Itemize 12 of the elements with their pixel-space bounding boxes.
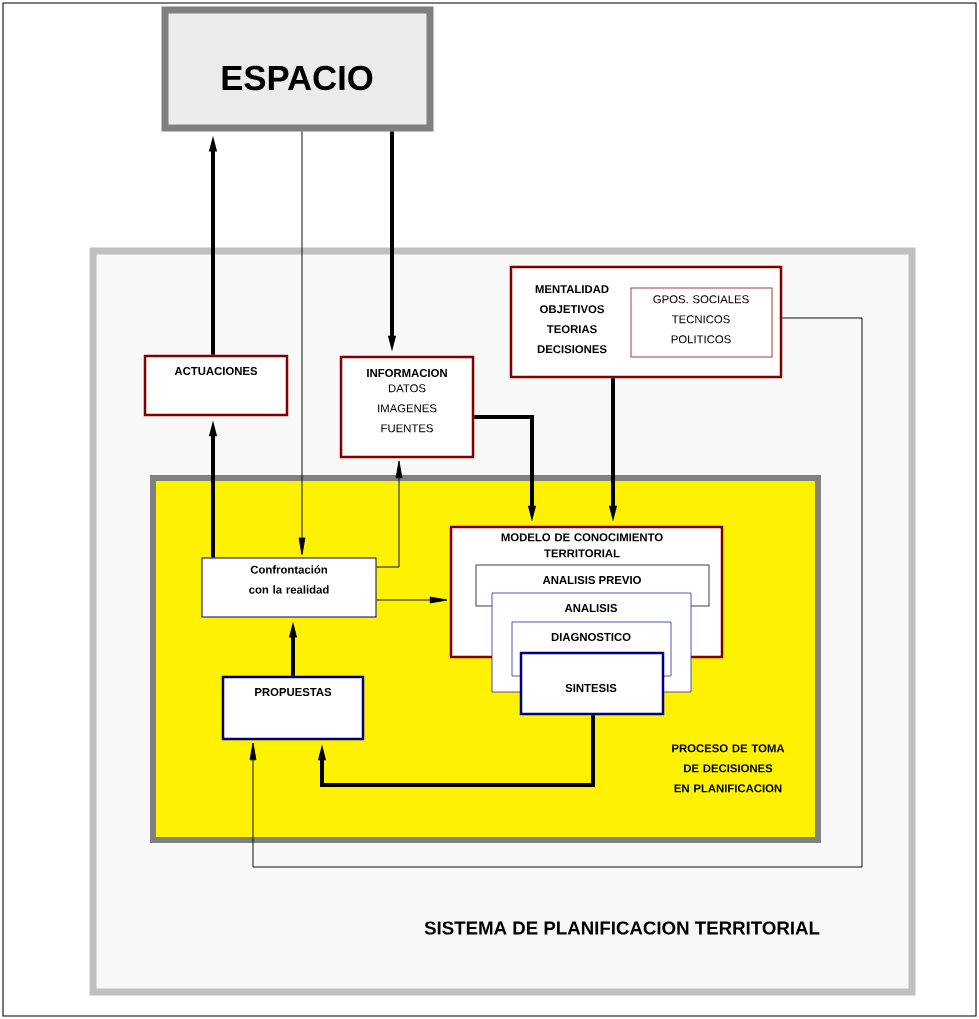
process-box: Confrontación con la realidad — [201, 557, 377, 618]
arrow — [376, 460, 403, 568]
list-box: GPOS. SOCIALES TECNICOS POLITICOS — [630, 287, 773, 358]
process-box: PROPUESTAS — [221, 675, 365, 741]
arrow — [317, 715, 595, 787]
arrow — [249, 317, 863, 868]
title-box: ESPACIO — [161, 6, 434, 132]
arrow — [298, 131, 306, 556]
arrow — [376, 596, 448, 604]
process-box: ACTUACIONES — [143, 354, 289, 417]
stage-box: SINTESIS — [519, 651, 665, 716]
process-box: INFORMACION DATOS IMAGENES FUENTES — [339, 355, 475, 459]
